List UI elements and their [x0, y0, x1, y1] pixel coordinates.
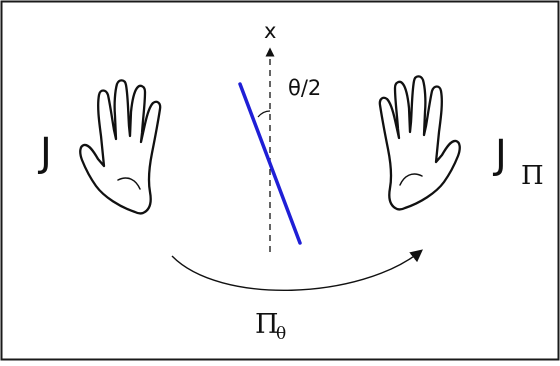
transformation-arrow	[171, 249, 423, 292]
angle-label: θ/2	[288, 76, 321, 100]
operator-subscript: θ	[276, 324, 286, 344]
right-label-subscript: Π	[521, 161, 544, 191]
axis-label-x: x	[264, 19, 276, 43]
operator-label: Π	[255, 309, 279, 340]
left-hand-icon	[79, 79, 162, 215]
right-label-j: J	[492, 132, 507, 178]
angle-arc	[257, 110, 271, 118]
right-hand-icon	[378, 75, 461, 211]
left-label-j: J	[37, 130, 52, 176]
mirror-line	[238, 82, 302, 245]
